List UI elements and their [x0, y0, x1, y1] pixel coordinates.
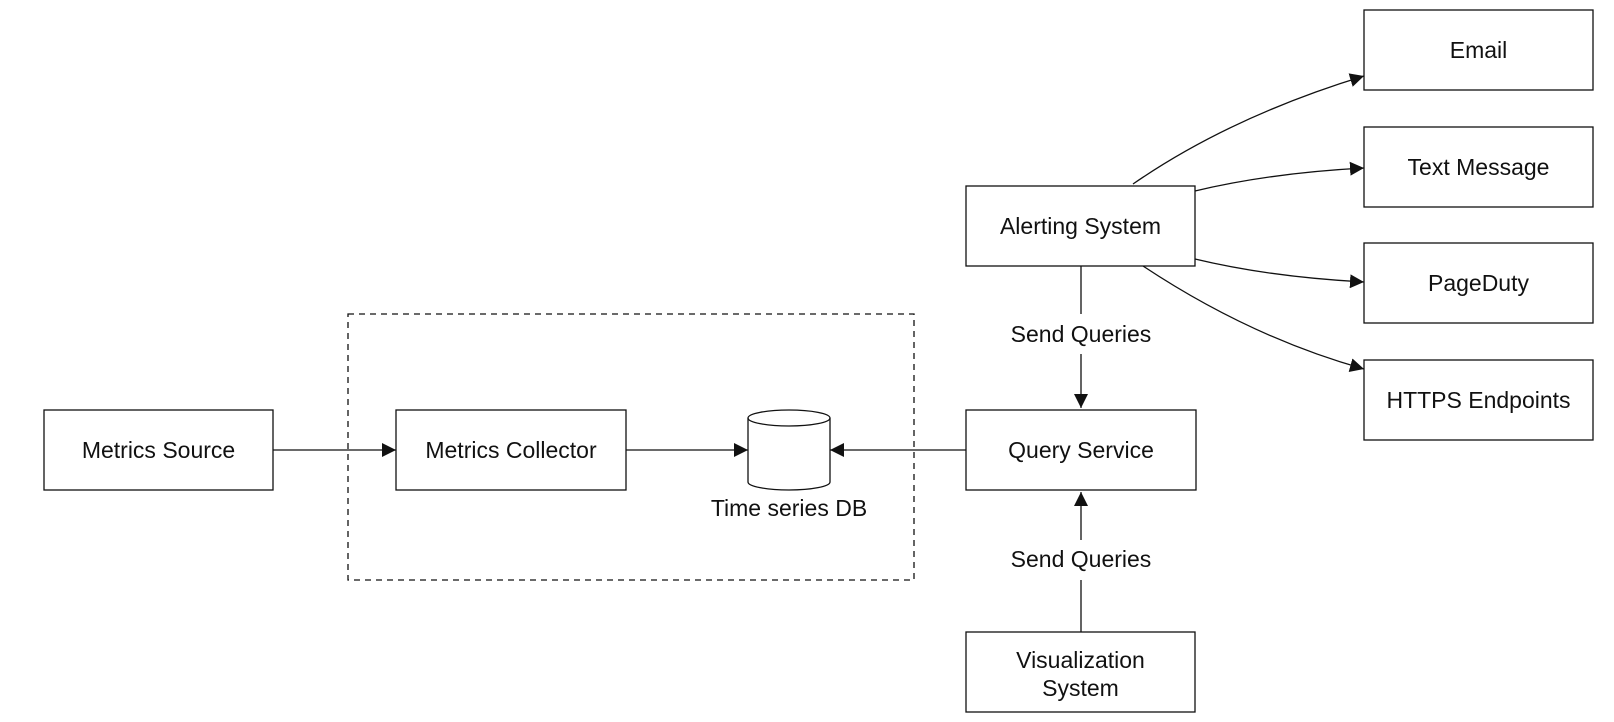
- edge-alerting-to-pageduty: [1194, 258, 1365, 289]
- node-email-label: Email: [1450, 37, 1508, 63]
- node-visualization-system-label-line2: System: [1042, 675, 1119, 701]
- node-query-service-label: Query Service: [1008, 437, 1154, 463]
- edge-alerting-to-email: [1132, 73, 1365, 185]
- edge-label-alerting-to-query: Send Queries: [1011, 321, 1152, 347]
- node-query-service: Query Service: [965, 409, 1197, 491]
- node-text-message-label: Text Message: [1408, 154, 1550, 180]
- node-time-series-db-label: Time series DB: [711, 495, 867, 521]
- node-visualization-system-label-line1: Visualization: [1016, 647, 1145, 673]
- node-visualization-system: Visualization System: [965, 631, 1196, 713]
- node-metrics-source: Metrics Source: [43, 409, 274, 491]
- node-https-endpoints: HTTPS Endpoints: [1363, 359, 1594, 441]
- node-pageduty: PageDuty: [1363, 242, 1594, 324]
- node-metrics-collector-label: Metrics Collector: [425, 437, 597, 463]
- node-text-message: Text Message: [1363, 126, 1594, 208]
- node-metrics-collector: Metrics Collector: [395, 409, 627, 491]
- node-email: Email: [1363, 9, 1594, 91]
- node-alerting-system: Alerting System: [965, 185, 1196, 267]
- node-https-endpoints-label: HTTPS Endpoints: [1386, 387, 1570, 413]
- node-metrics-source-label: Metrics Source: [82, 437, 235, 463]
- node-alerting-system-label: Alerting System: [1000, 213, 1161, 239]
- edge-alerting-to-text-message: [1194, 161, 1365, 192]
- edge-alerting-to-https-endpoints: [1142, 265, 1365, 372]
- node-time-series-db: Time series DB: [711, 409, 867, 521]
- database-icon: [747, 409, 831, 491]
- edge-label-visualization-to-query: Send Queries: [1011, 546, 1152, 572]
- collector-storage-group: [347, 313, 915, 581]
- node-pageduty-label: PageDuty: [1428, 270, 1530, 296]
